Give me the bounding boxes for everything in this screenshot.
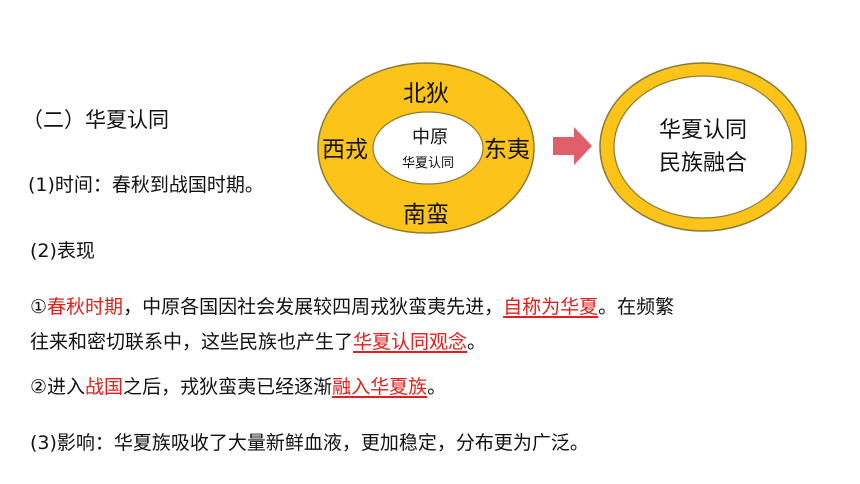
point2-text-b: 。 bbox=[427, 376, 447, 398]
point2-text-a: 之后，戎狄蛮夷已经逐渐 bbox=[123, 376, 333, 398]
point1-concept: 华夏认同观念 bbox=[353, 331, 468, 353]
impact-line: (3)影响：华夏族吸收了大量新鲜血液，更加稳定，分布更为广泛。 bbox=[30, 432, 589, 454]
point1-text-a: ，中原各国因社会发展较四周戎狄蛮夷先进， bbox=[123, 296, 504, 318]
point1-text-b: 。在频繁 bbox=[598, 296, 675, 318]
point2-prefix: ②进入 bbox=[30, 376, 86, 398]
point1-self-name: 自称为华夏 bbox=[503, 296, 599, 318]
section-title: （二）华夏认同 bbox=[22, 108, 169, 132]
right-arrow-icon bbox=[553, 127, 592, 165]
time-line: (1)时间：春秋到战国时期。 bbox=[28, 174, 264, 196]
point1-prefix: ① bbox=[30, 296, 48, 318]
point1-line2: 往来和密切联系中，这些民族也产生了华夏认同观念。 bbox=[30, 327, 486, 354]
point2-period: 战国 bbox=[85, 376, 124, 398]
point1-period: 春秋时期 bbox=[47, 296, 124, 318]
point1-text-d: 。 bbox=[467, 331, 487, 353]
label-center-title: 中原 bbox=[412, 127, 448, 148]
inner-ellipse-result bbox=[613, 75, 793, 219]
ethnic-fusion-diagram: 北狄 西戎 东夷 南蛮 中原 华夏认同 华夏认同 民族融合 bbox=[317, 62, 807, 234]
label-west: 西戎 bbox=[322, 137, 368, 163]
label-north: 北狄 bbox=[403, 81, 449, 107]
point2-merge: 融入华夏族 bbox=[332, 376, 428, 398]
label-center-sub: 华夏认同 bbox=[402, 156, 454, 171]
label-south: 南蛮 bbox=[403, 202, 449, 228]
inner-ellipse-center bbox=[372, 111, 484, 185]
label-east: 东夷 bbox=[484, 137, 530, 163]
label-result-line1: 华夏认同 bbox=[659, 118, 747, 143]
manifestation-label: (2)表现 bbox=[30, 240, 95, 262]
point1-text-c: 往来和密切联系中，这些民族也产生了 bbox=[30, 331, 354, 353]
point2-line: ②进入战国之后，戎狄蛮夷已经逐渐融入华夏族。 bbox=[30, 372, 446, 399]
label-result-line2: 民族融合 bbox=[659, 151, 747, 176]
point1-line1: ①春秋时期，中原各国因社会发展较四周戎狄蛮夷先进，自称为华夏。在频繁 bbox=[30, 292, 674, 319]
